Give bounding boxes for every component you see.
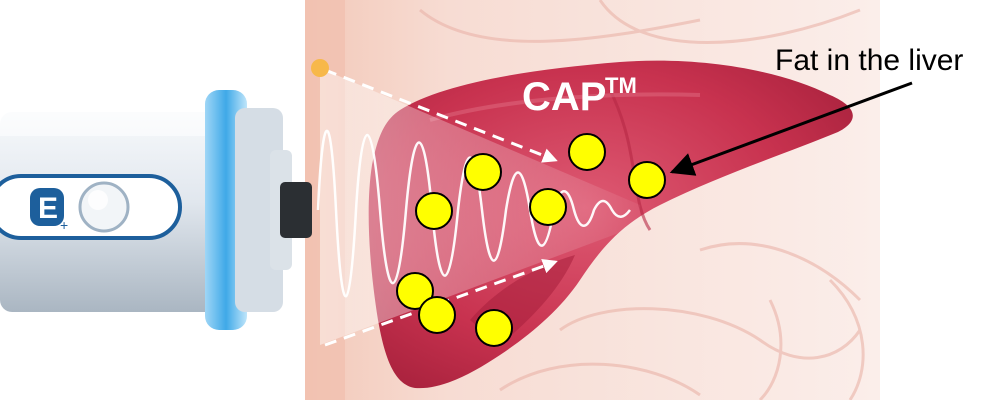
probe-tip (280, 182, 312, 238)
cap-text: CAP (522, 75, 606, 119)
fat-droplet (569, 134, 605, 170)
annotation-label: Fat in the liver (775, 44, 963, 77)
probe-logo-glyph: E (38, 192, 58, 225)
probe-logo-plus: + (60, 217, 68, 233)
fat-droplet (629, 162, 665, 198)
fat-droplet (416, 193, 452, 229)
fat-droplet (419, 297, 455, 333)
fibroscan-probe: E + (0, 90, 312, 330)
fat-droplet (465, 154, 501, 190)
source-dot (311, 59, 329, 77)
fat-droplet (476, 310, 512, 346)
fat-droplet (530, 189, 566, 225)
tm-superscript: TM (605, 73, 637, 98)
